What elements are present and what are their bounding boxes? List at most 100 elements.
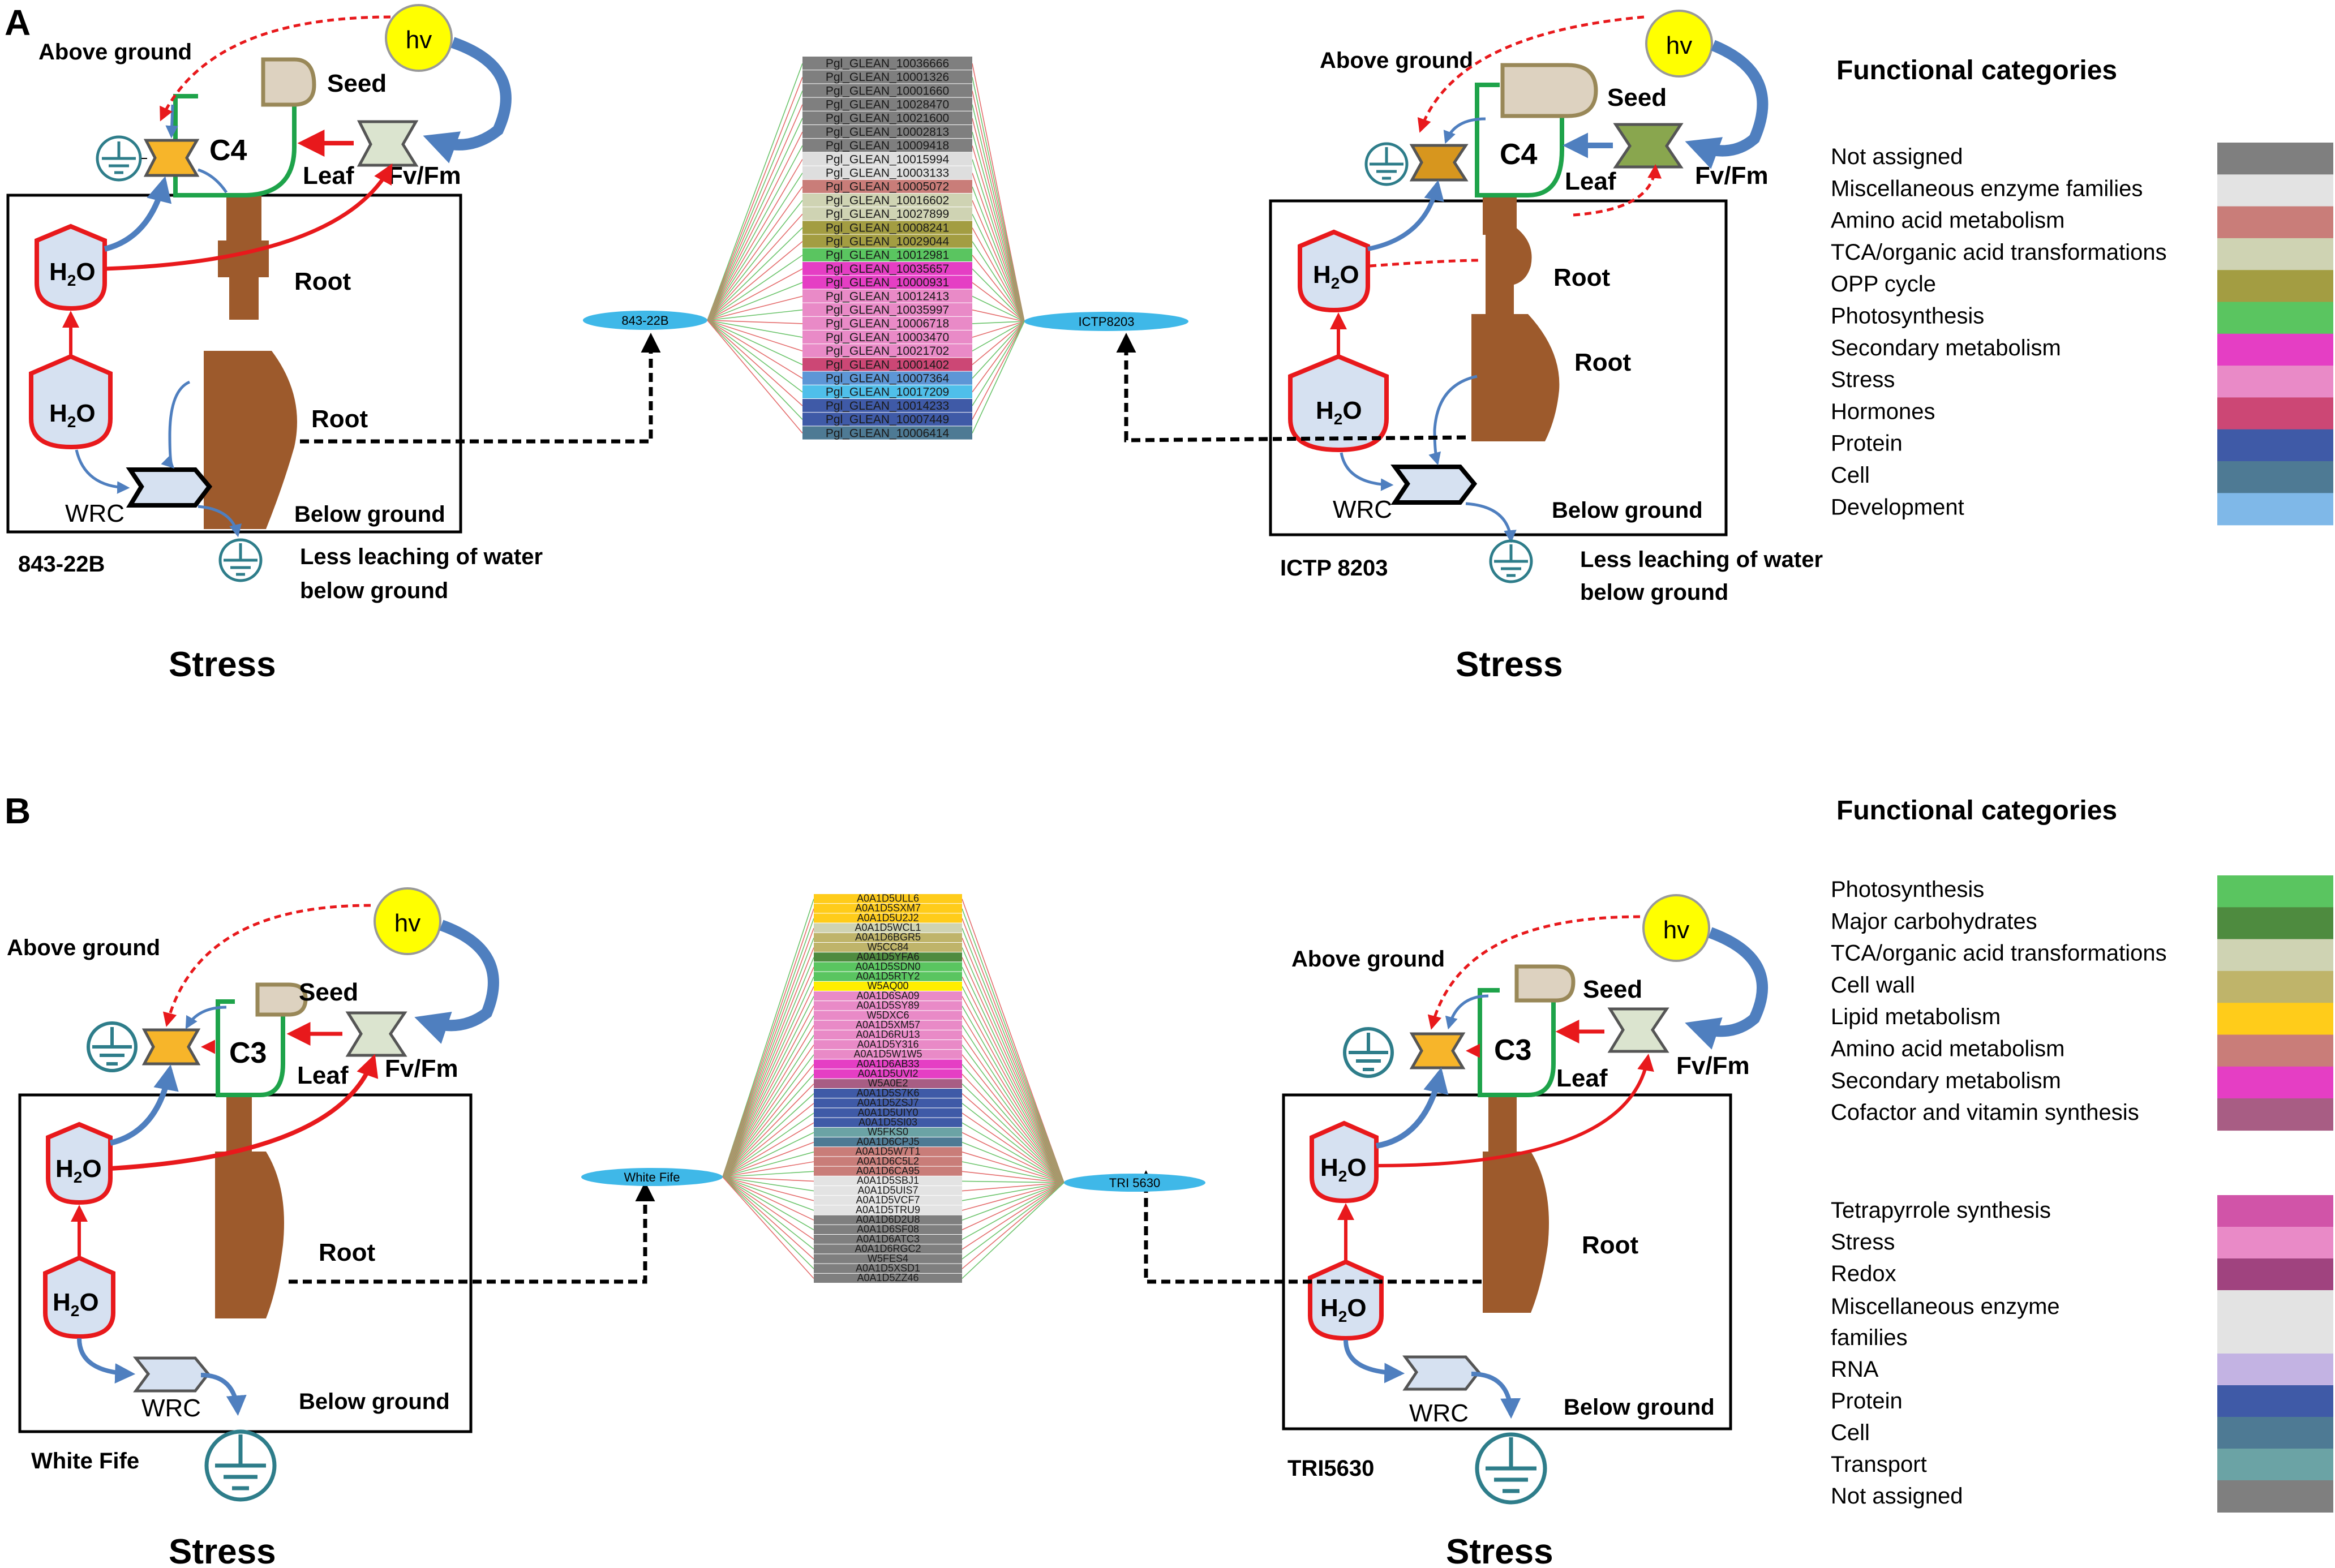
legend-label: Miscellaneous enzyme — [1831, 1294, 2060, 1319]
edge-right — [972, 131, 1025, 322]
legend-label: Cell — [1831, 1420, 1870, 1445]
edge-left — [707, 241, 803, 321]
legend-swatch — [2217, 907, 2333, 940]
svg-text:H2O: H2O — [55, 1155, 102, 1186]
edge-left — [707, 213, 803, 321]
gene-box — [814, 1040, 962, 1050]
legend-swatch — [2217, 270, 2333, 303]
seed-shape — [255, 982, 308, 1017]
gene-box — [802, 399, 972, 413]
genotype-label: TRI5630 — [1287, 1456, 1374, 1481]
above-ground-label: Above ground — [7, 935, 160, 960]
gene-box — [802, 330, 972, 344]
h2o-drop-upper — [1298, 229, 1370, 313]
legend-label: Secondary metabolism — [1831, 1068, 2061, 1093]
edge-right — [972, 159, 1025, 322]
seed-label: Seed — [299, 978, 358, 1006]
plant-type-label: C4 — [209, 134, 247, 167]
legend-swatch — [2217, 1354, 2333, 1386]
edge-left — [707, 145, 803, 321]
edge-left — [722, 1132, 814, 1178]
edge-left — [722, 986, 814, 1178]
gene-box — [802, 139, 972, 152]
stress-label: Stress — [1446, 1532, 1553, 1568]
fvfm-label: Fv/Fm — [388, 162, 461, 190]
edge-left — [707, 77, 803, 321]
edge-right — [962, 1182, 1065, 1192]
gene-box — [802, 84, 972, 97]
gene-box — [802, 152, 972, 166]
gene-label: A0A1D6SA09 — [856, 990, 919, 1001]
hv-label: hv — [394, 909, 420, 937]
gene-label: A0A1D5RTY2 — [856, 970, 920, 982]
legend-label: RNA — [1831, 1357, 1879, 1382]
legend-label: Stress — [1831, 1230, 1895, 1255]
edge-right — [962, 1180, 1065, 1183]
gene-box — [802, 316, 972, 330]
ground-icon — [1343, 1027, 1394, 1078]
gene-label: Pgl_GLEAN_10029044 — [826, 235, 950, 248]
legend-label: Not assigned — [1831, 144, 1963, 169]
svg-text:H2O: H2O — [1320, 1154, 1367, 1185]
edge-left — [722, 1161, 814, 1178]
panel-a-letter: A — [5, 2, 31, 43]
edge-right — [972, 321, 1025, 393]
sun-icon — [1642, 894, 1710, 962]
gene-label: A0A1D5ZSJ7 — [857, 1097, 918, 1109]
gene-box — [814, 913, 962, 923]
gene-box — [814, 1176, 962, 1185]
gene-label: Pgl_GLEAN_10001402 — [826, 358, 949, 371]
gene-box — [802, 166, 972, 179]
gene-box — [814, 962, 962, 972]
gene-box — [802, 303, 972, 316]
wrc-label: WRC — [141, 1394, 201, 1422]
gene-box — [814, 904, 962, 913]
edge-left — [722, 918, 814, 1178]
gene-label: A0A1D6C5L2 — [857, 1155, 919, 1167]
edge-right — [962, 1182, 1065, 1211]
root-label-2: Root — [311, 405, 368, 433]
genotype-node-right-label: TRI 5630 — [1109, 1176, 1161, 1190]
svg-text:H2O: H2O — [53, 1288, 99, 1320]
root-label: Root — [1582, 1231, 1639, 1259]
edge-right — [972, 321, 1025, 379]
gene-box — [814, 923, 962, 933]
legend-label: Protein — [1831, 431, 1903, 456]
genotype-label: ICTP 8203 — [1280, 556, 1388, 581]
legend-label: TCA/organic acid transformations — [1831, 240, 2167, 265]
edge-right — [972, 241, 1025, 322]
edge-left — [722, 1176, 814, 1211]
gene-label: Pgl_GLEAN_10035997 — [826, 303, 949, 316]
legend-swatch — [2217, 1003, 2333, 1036]
edge-right — [962, 1161, 1065, 1183]
ground-icon — [1364, 142, 1409, 186]
gene-box — [802, 70, 972, 84]
below-ground-label: Below ground — [299, 1389, 450, 1414]
edge-right — [972, 173, 1025, 322]
seed-label: Seed — [327, 70, 387, 97]
gene-label: A0A1D5UIS7 — [857, 1184, 918, 1196]
gene-box — [814, 991, 962, 1001]
gene-label: A0A1D5W7T1 — [855, 1146, 920, 1157]
edge-left — [707, 159, 803, 321]
edge-left — [707, 295, 803, 321]
legend-swatch — [2217, 1258, 2333, 1291]
gene-box — [802, 371, 972, 385]
wrc-chevron-icon — [132, 1356, 211, 1393]
ground-icon-below — [218, 538, 263, 582]
gene-label: Pgl_GLEAN_10005072 — [826, 181, 949, 194]
panel-b-gene-network: A0A1D5ULL6A0A1D5SXM7A0A1D5U2J2A0A1D5WCL1… — [581, 892, 1205, 1283]
edge-left — [722, 1176, 814, 1201]
edge-left — [722, 1176, 814, 1231]
edge-left — [722, 908, 814, 1178]
orange-chevron-icon — [143, 139, 200, 177]
legend-title: Functional categories — [1836, 55, 2117, 85]
gene-label: W5AQ00 — [867, 980, 908, 991]
legend-swatch — [2217, 1449, 2333, 1481]
edge-left — [722, 1176, 814, 1182]
stem — [226, 190, 261, 243]
orange-chevron-icon — [141, 1028, 201, 1066]
legend-swatch — [2217, 461, 2333, 493]
edge-left — [707, 320, 803, 338]
below-ground-label: Below ground — [1552, 498, 1703, 523]
